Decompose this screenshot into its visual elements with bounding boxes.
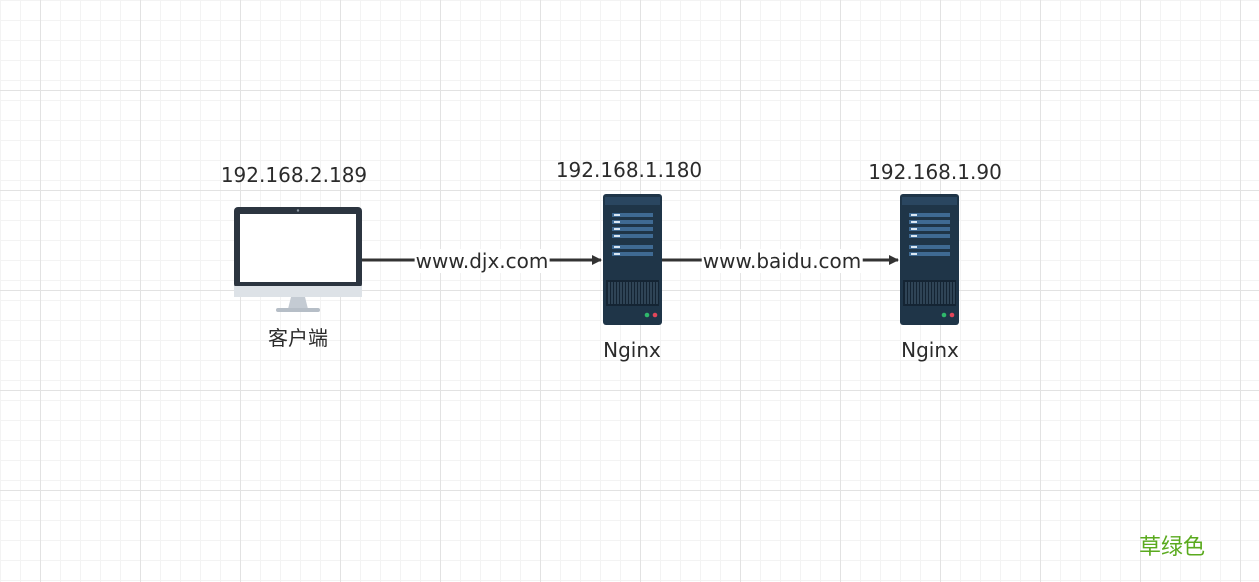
server-icon[interactable] [900, 194, 959, 325]
proxy-ip-label: 192.168.1.180 [555, 158, 703, 182]
client-name-label: 客户端 [268, 326, 328, 350]
color-note-label: 草绿色 [1139, 535, 1206, 560]
edge-label-client-proxy: www.djx.com [414, 249, 550, 273]
client-ip-label: 192.168.2.189 [220, 163, 368, 187]
backend-ip-label: 192.168.1.90 [868, 160, 1002, 184]
proxy-name-label: Nginx [603, 338, 661, 362]
server-icon[interactable] [603, 194, 662, 325]
backend-name-label: Nginx [901, 338, 959, 362]
edge-label-proxy-backend: www.baidu.com [701, 249, 863, 273]
monitor-icon[interactable] [234, 207, 362, 312]
